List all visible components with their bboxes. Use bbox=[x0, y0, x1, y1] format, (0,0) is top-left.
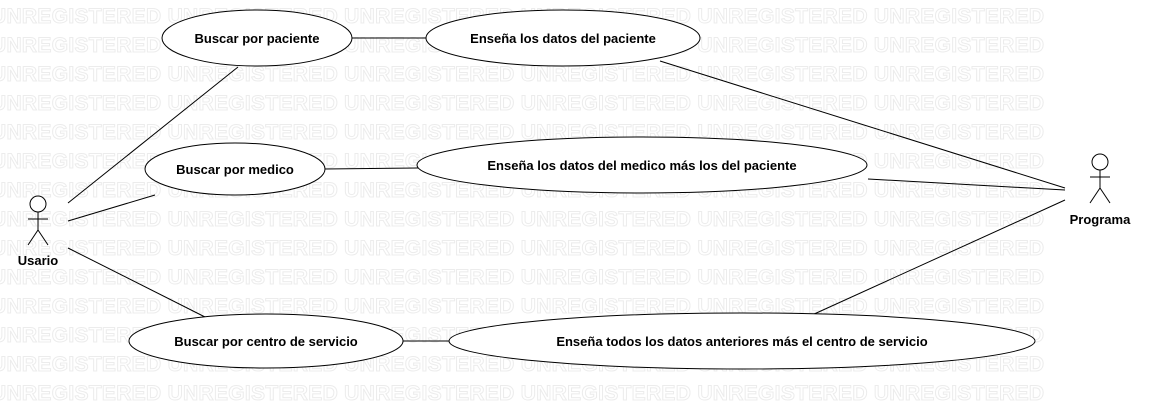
assoc-datos-todos-programa[interactable] bbox=[811, 199, 1066, 316]
use-case-label: Enseña todos los datos anteriores más el… bbox=[556, 334, 927, 349]
watermark-line: UNREGISTERED UNREGISTERED UNREGISTERED U… bbox=[0, 295, 1044, 318]
watermark-line: UNREGISTERED UNREGISTERED UNREGISTERED U… bbox=[0, 92, 1044, 115]
watermark-line: UNREGISTERED UNREGISTERED UNREGISTERED U… bbox=[0, 63, 1044, 86]
assoc-datos-medico-programa[interactable] bbox=[867, 178, 1066, 191]
watermark-line: UNREGISTERED UNREGISTERED UNREGISTERED U… bbox=[0, 266, 1044, 289]
use-case-label: Buscar por medico bbox=[176, 162, 294, 177]
use-case-buscar-centro[interactable]: Buscar por centro de servicio bbox=[128, 313, 404, 369]
use-case-buscar-medico[interactable]: Buscar por medico bbox=[144, 142, 326, 196]
assoc-usario-buscar-medico[interactable] bbox=[67, 194, 156, 222]
use-case-datos-todos[interactable]: Enseña todos los datos anteriores más el… bbox=[448, 312, 1036, 370]
actor-label: Programa bbox=[1070, 212, 1131, 227]
watermark-line: UNREGISTERED UNREGISTERED UNREGISTERED U… bbox=[0, 208, 1044, 231]
use-case-label: Buscar por centro de servicio bbox=[174, 334, 358, 349]
associations bbox=[67, 37, 1066, 342]
use-case-label: Buscar por paciente bbox=[195, 31, 320, 46]
assoc-buscar-medico-datos[interactable] bbox=[324, 167, 419, 170]
actor-label: Usario bbox=[18, 253, 59, 268]
use-case-datos-medico[interactable]: Enseña los datos del medico más los del … bbox=[416, 136, 868, 194]
use-case-label: Enseña los datos del paciente bbox=[470, 31, 656, 46]
assoc-usario-buscar-centro[interactable] bbox=[67, 247, 206, 318]
actor-usario[interactable]: Usario bbox=[18, 195, 59, 268]
watermark-layer: UNREGISTERED UNREGISTERED UNREGISTERED U… bbox=[0, 5, 1045, 406]
use-case-buscar-paciente[interactable]: Buscar por paciente bbox=[161, 9, 353, 67]
actor-programa[interactable]: Programa bbox=[1070, 153, 1131, 227]
assoc-datos-paciente-programa[interactable] bbox=[659, 60, 1066, 189]
watermark-line: UNREGISTERED UNREGISTERED UNREGISTERED U… bbox=[0, 237, 1044, 260]
watermark-line: UNREGISTERED UNREGISTERED UNREGISTERED U… bbox=[0, 382, 1044, 405]
use-case-label: Enseña los datos del medico más los del … bbox=[487, 158, 796, 173]
watermark-line: UNREGISTERED UNREGISTERED UNREGISTERED U… bbox=[0, 121, 1044, 144]
assoc-usario-buscar-paciente[interactable] bbox=[67, 66, 239, 204]
use-case-datos-paciente[interactable]: Enseña los datos del paciente bbox=[425, 9, 701, 67]
stick-figure-icon bbox=[1089, 153, 1111, 204]
stick-figure-icon bbox=[27, 195, 49, 246]
